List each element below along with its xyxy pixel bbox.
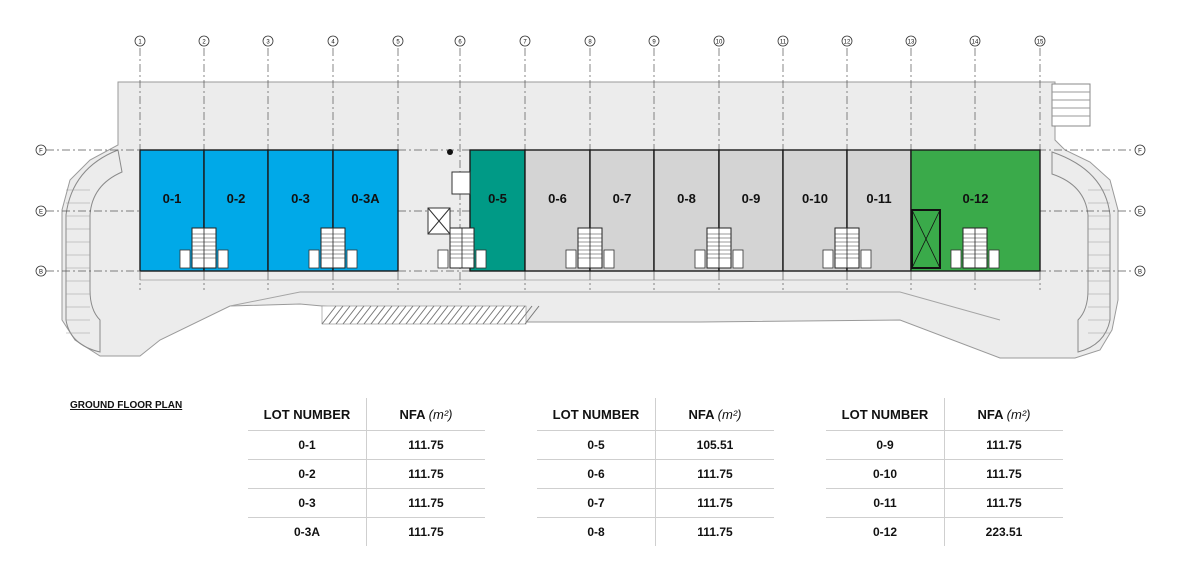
grid-row-label: E xyxy=(39,209,43,215)
grid-column-label: 2 xyxy=(202,40,206,46)
grid-bubble xyxy=(134,35,146,47)
grid-bubble xyxy=(648,35,660,47)
grid-bubble xyxy=(1134,205,1146,217)
unit-label: 0-5 xyxy=(488,191,507,206)
unit-label: 0-10 xyxy=(802,191,828,206)
staircase xyxy=(694,227,744,269)
grid-bubble xyxy=(519,35,531,47)
left-ramp xyxy=(65,149,123,353)
col-header-nfa: NFA (m²) xyxy=(366,398,485,431)
stair-top-right xyxy=(1051,83,1091,127)
grid-bubble xyxy=(777,35,789,47)
grid-row-label: F xyxy=(1138,148,1142,154)
staircase xyxy=(308,227,358,269)
col-header-lot: LOT NUMBER xyxy=(248,398,367,431)
grid-bubble xyxy=(584,35,596,47)
unit-label: 0-9 xyxy=(742,191,761,206)
col-header-lot: LOT NUMBER xyxy=(537,398,656,431)
grid-bubble xyxy=(841,35,853,47)
unit-label: 0-8 xyxy=(677,191,696,206)
units-layer: 0-1 0-2 0-3 0-3A 0-5 0-6 0-7 0-8 0-9 0-10 0-11 0-12 xyxy=(139,149,1041,272)
grid-bubble xyxy=(198,35,210,47)
plan-title: GROUND FLOOR PLAN xyxy=(70,400,183,411)
staircase xyxy=(179,227,229,269)
grid-bubble xyxy=(262,35,274,47)
unit-label: 0-3 xyxy=(291,191,310,206)
grid-bubble xyxy=(1034,35,1046,47)
grid-column-label: 10 xyxy=(716,40,723,46)
grid-column-label: 9 xyxy=(652,40,656,46)
grid-bubble xyxy=(905,35,917,47)
grid-bubble xyxy=(1134,265,1146,277)
unit-label: 0-2 xyxy=(227,191,246,206)
grid-row-label: F xyxy=(39,148,43,154)
grid-bubble xyxy=(327,35,339,47)
grid-column-label: 5 xyxy=(396,40,400,46)
grid-column-label: 15 xyxy=(1037,40,1044,46)
col-header-nfa: NFA (m²) xyxy=(655,398,774,431)
grid-bubble xyxy=(969,35,981,47)
grid-bubble xyxy=(713,35,725,47)
grid-column-label: 4 xyxy=(331,40,335,46)
unit-label: 0-12 xyxy=(962,191,988,206)
grid-bubble xyxy=(35,144,47,156)
staircase xyxy=(565,227,615,269)
staircase xyxy=(950,227,1000,269)
staircase xyxy=(822,227,872,269)
grid-column-label: 14 xyxy=(972,40,979,46)
grid-bubble xyxy=(392,35,404,47)
grid-bubble xyxy=(454,35,466,47)
grid-column-label: 1 xyxy=(138,40,142,46)
grid-column-label: 12 xyxy=(844,40,851,46)
ramp-hatching xyxy=(66,189,1110,334)
grid-bubble xyxy=(35,205,47,217)
staircase xyxy=(437,227,487,269)
grid-row-label: B xyxy=(1138,269,1142,275)
grid-bubble xyxy=(35,265,47,277)
right-ramp xyxy=(1051,151,1111,353)
col-header-nfa: NFA (m²) xyxy=(944,398,1063,431)
grid-row-label: E xyxy=(1138,209,1142,215)
grid-row-label: B xyxy=(39,269,43,275)
grid-column-label: 11 xyxy=(780,40,787,46)
col-header-lot: LOT NUMBER xyxy=(826,398,945,431)
central-core xyxy=(427,149,471,235)
unit-label: 0-3A xyxy=(351,191,380,206)
grid-column-label: 7 xyxy=(523,40,527,46)
hatched-area xyxy=(321,305,540,325)
grid-bubble xyxy=(1134,144,1146,156)
unit-label: 0-1 xyxy=(163,191,182,206)
lift-shaft xyxy=(911,209,941,269)
grid-column-label: 6 xyxy=(458,40,462,46)
grid-column-label: 3 xyxy=(266,40,270,46)
unit-label: 0-11 xyxy=(866,191,891,206)
grid-column-label: 13 xyxy=(908,40,915,46)
unit-label: 0-6 xyxy=(548,191,567,206)
grid-column-label: 8 xyxy=(588,40,592,46)
unit-label: 0-7 xyxy=(613,191,632,206)
